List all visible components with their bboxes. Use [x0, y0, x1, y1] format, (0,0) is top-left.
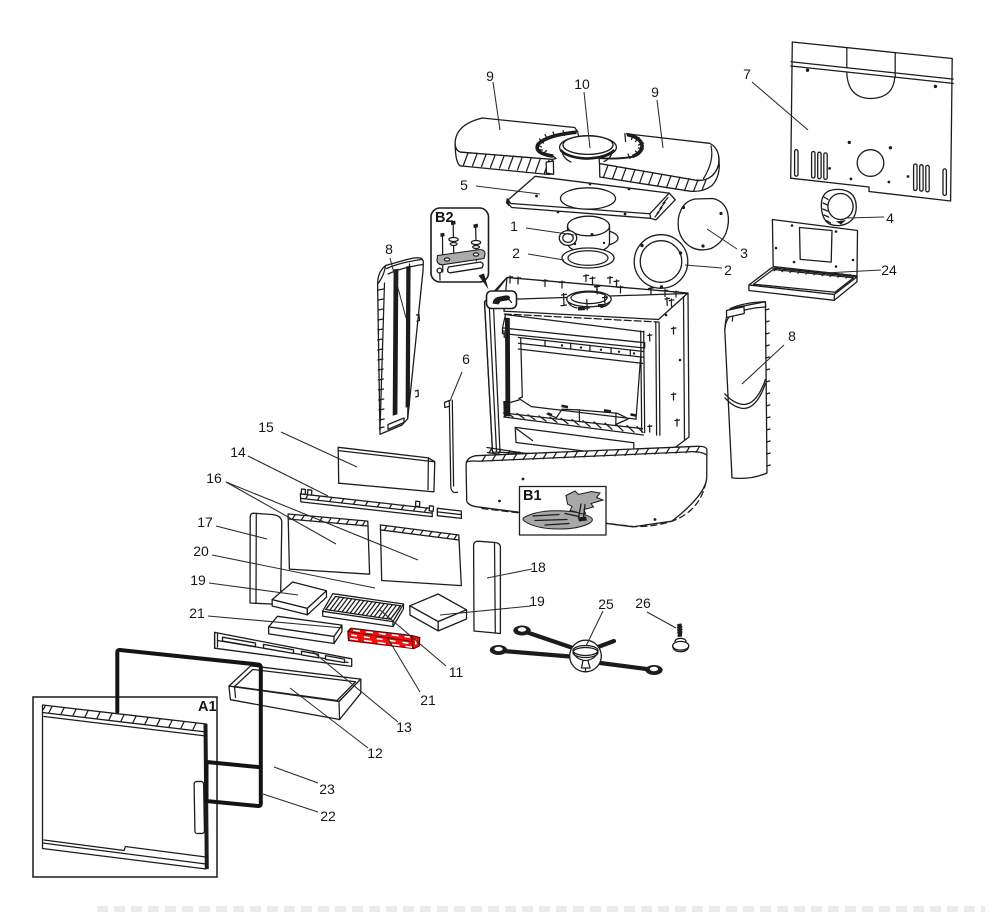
- svg-text:10: 10: [574, 76, 590, 92]
- svg-text:19: 19: [529, 593, 545, 609]
- svg-text:9: 9: [486, 68, 494, 84]
- svg-text:16: 16: [206, 470, 222, 486]
- svg-text:12: 12: [367, 745, 383, 761]
- svg-text:2: 2: [724, 262, 732, 278]
- svg-text:20: 20: [193, 543, 209, 559]
- svg-text:21: 21: [189, 605, 205, 621]
- svg-text:1: 1: [510, 218, 518, 234]
- svg-text:15: 15: [258, 419, 274, 435]
- svg-text:18: 18: [530, 559, 546, 575]
- svg-text:8: 8: [385, 241, 393, 257]
- svg-text:23: 23: [319, 781, 335, 797]
- svg-text:21: 21: [420, 692, 436, 708]
- svg-text:24: 24: [881, 262, 897, 278]
- svg-text:9: 9: [651, 84, 659, 100]
- svg-text:19: 19: [190, 572, 206, 588]
- svg-text:14: 14: [230, 444, 246, 460]
- svg-text:2: 2: [512, 245, 520, 261]
- svg-text:22: 22: [320, 808, 336, 824]
- svg-text:26: 26: [635, 595, 651, 611]
- svg-text:5: 5: [460, 177, 468, 193]
- svg-text:11: 11: [449, 664, 464, 680]
- svg-text:7: 7: [743, 66, 751, 82]
- svg-text:B2: B2: [435, 210, 454, 226]
- svg-text:17: 17: [197, 514, 213, 530]
- svg-text:8: 8: [788, 328, 796, 344]
- svg-text:4: 4: [886, 210, 894, 226]
- svg-text:3: 3: [740, 245, 748, 261]
- svg-text:A1: A1: [198, 699, 217, 715]
- svg-text:25: 25: [598, 596, 614, 612]
- svg-text:6: 6: [462, 351, 470, 367]
- svg-text:13: 13: [396, 719, 412, 735]
- svg-text:B1: B1: [523, 488, 542, 504]
